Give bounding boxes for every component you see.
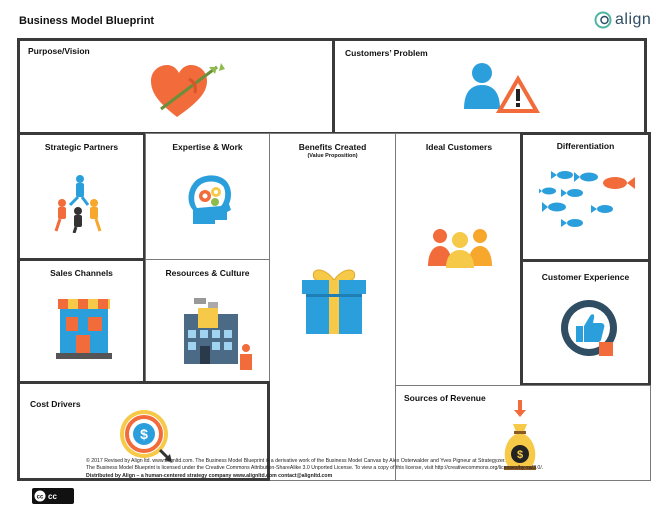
storefront-icon xyxy=(56,299,112,359)
sales-channels-cell: Sales Channels xyxy=(17,258,146,384)
group-people-icon xyxy=(428,229,492,268)
money-bag-icon: $ xyxy=(504,400,536,470)
ideal-customers-title: Ideal Customers xyxy=(425,142,493,152)
footer-line-3: Distributed by Align – a human-centered … xyxy=(86,472,333,479)
resources-culture-title: Resources & Culture xyxy=(165,268,250,278)
sources-revenue-title: Sources of Revenue xyxy=(404,393,486,403)
creative-commons-badge[interactable]: cc cc xyxy=(32,488,74,504)
ideal-customers-cell: Ideal Customers xyxy=(395,133,523,386)
sales-channels-title: Sales Channels xyxy=(50,268,113,278)
cost-drivers-cell: Cost Drivers $ xyxy=(17,381,270,481)
svg-text:$: $ xyxy=(517,449,523,461)
svg-text:$: $ xyxy=(140,426,148,442)
value-proposition-subtitle: (Value Proposition) xyxy=(307,153,358,159)
resources-culture-cell: Resources & Culture xyxy=(145,259,270,384)
customers-problem-title: Customers’ Problem xyxy=(345,48,428,58)
customer-experience-title: Customer Experience xyxy=(541,272,630,282)
footer-line-2: The Business Model Blueprint is licensed… xyxy=(86,465,544,472)
cc-badge-text: cc xyxy=(48,491,57,501)
customer-experience-cell: Customer Experience xyxy=(520,259,651,386)
footer-license-text: © 2017 Revised by Align ltd. www.alignlt… xyxy=(86,458,661,480)
align-logo: align xyxy=(594,9,656,31)
align-logo-mark-icon xyxy=(594,11,612,29)
svg-text:cc: cc xyxy=(37,495,44,501)
person-warning-icon xyxy=(464,63,540,113)
thumbs-up-icon xyxy=(561,300,617,356)
cost-drivers-title: Cost Drivers xyxy=(30,399,81,409)
office-building-icon xyxy=(184,298,252,370)
heart-arrow-icon xyxy=(151,63,225,117)
page-title: Business Model Blueprint xyxy=(19,15,155,27)
strategic-partners-cell: Strategic Partners xyxy=(17,132,146,261)
purpose-vision-title: Purpose/Vision xyxy=(28,46,90,56)
sources-revenue-cell: Sources of Revenue $ xyxy=(395,385,651,481)
expertise-work-title: Expertise & Work xyxy=(172,142,243,152)
head-gears-icon xyxy=(188,175,231,224)
gift-box-icon xyxy=(302,269,366,334)
footer-line-1: © 2017 Revised by Align ltd. www.alignlt… xyxy=(86,458,506,464)
differentiation-title: Differentiation xyxy=(556,141,615,151)
purpose-vision-cell: Purpose/Vision xyxy=(17,38,335,135)
differentiation-cell: Differentiation xyxy=(520,132,651,262)
strategic-partners-title: Strategic Partners xyxy=(44,142,119,152)
customers-problem-cell: Customers’ Problem xyxy=(332,38,647,135)
benefits-created-cell: Benefits Created (Value Proposition) xyxy=(269,133,396,481)
team-climb-icon xyxy=(54,175,102,233)
benefits-created-title: Benefits Created xyxy=(298,142,367,152)
fish-school-icon xyxy=(539,171,635,227)
expertise-work-cell: Expertise & Work xyxy=(145,133,270,260)
dollar-target-icon: $ xyxy=(120,410,172,462)
cc-icon: cc xyxy=(34,490,46,502)
logo-text: align xyxy=(615,11,652,28)
